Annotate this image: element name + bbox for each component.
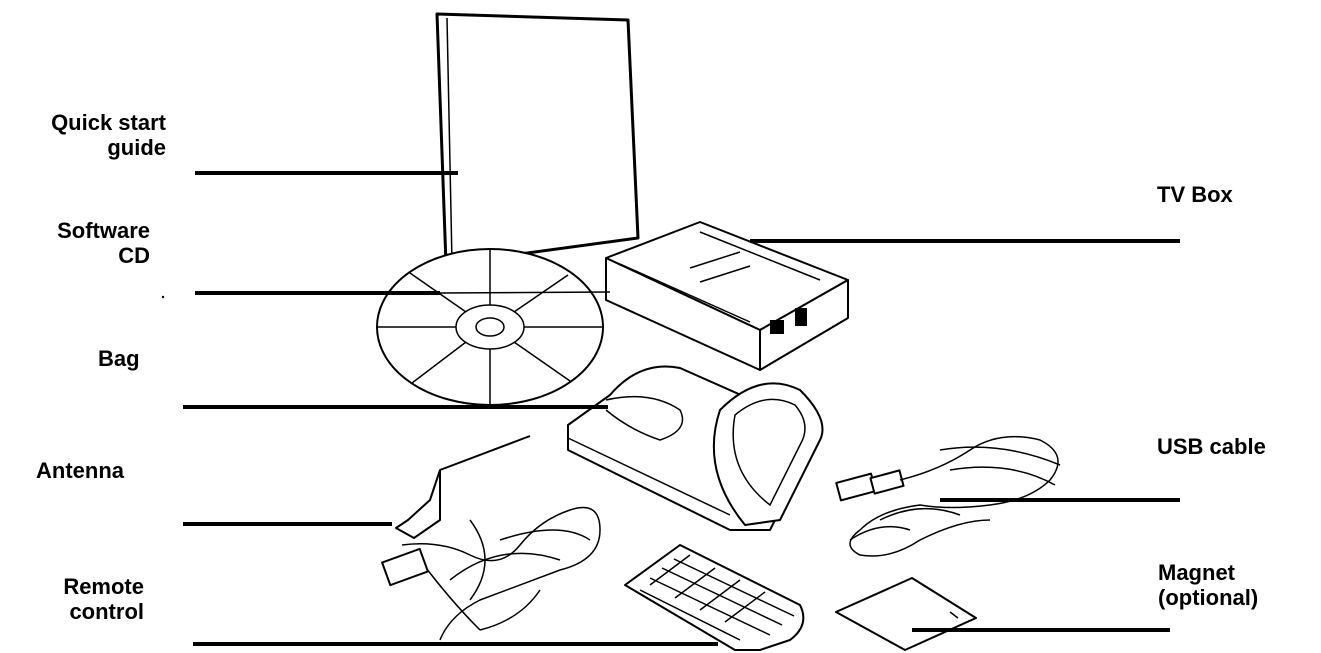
software-cd-illustration xyxy=(377,249,603,405)
antenna-illustration xyxy=(382,436,600,640)
usb-cable-illustration xyxy=(836,437,1060,556)
quick-start-guide-illustration xyxy=(437,14,638,264)
remote-control-illustration xyxy=(625,545,803,650)
tv-box-illustration xyxy=(606,222,848,370)
bag-illustration xyxy=(568,367,823,530)
stray-dot xyxy=(162,296,164,298)
magnet-illustration xyxy=(836,578,976,650)
